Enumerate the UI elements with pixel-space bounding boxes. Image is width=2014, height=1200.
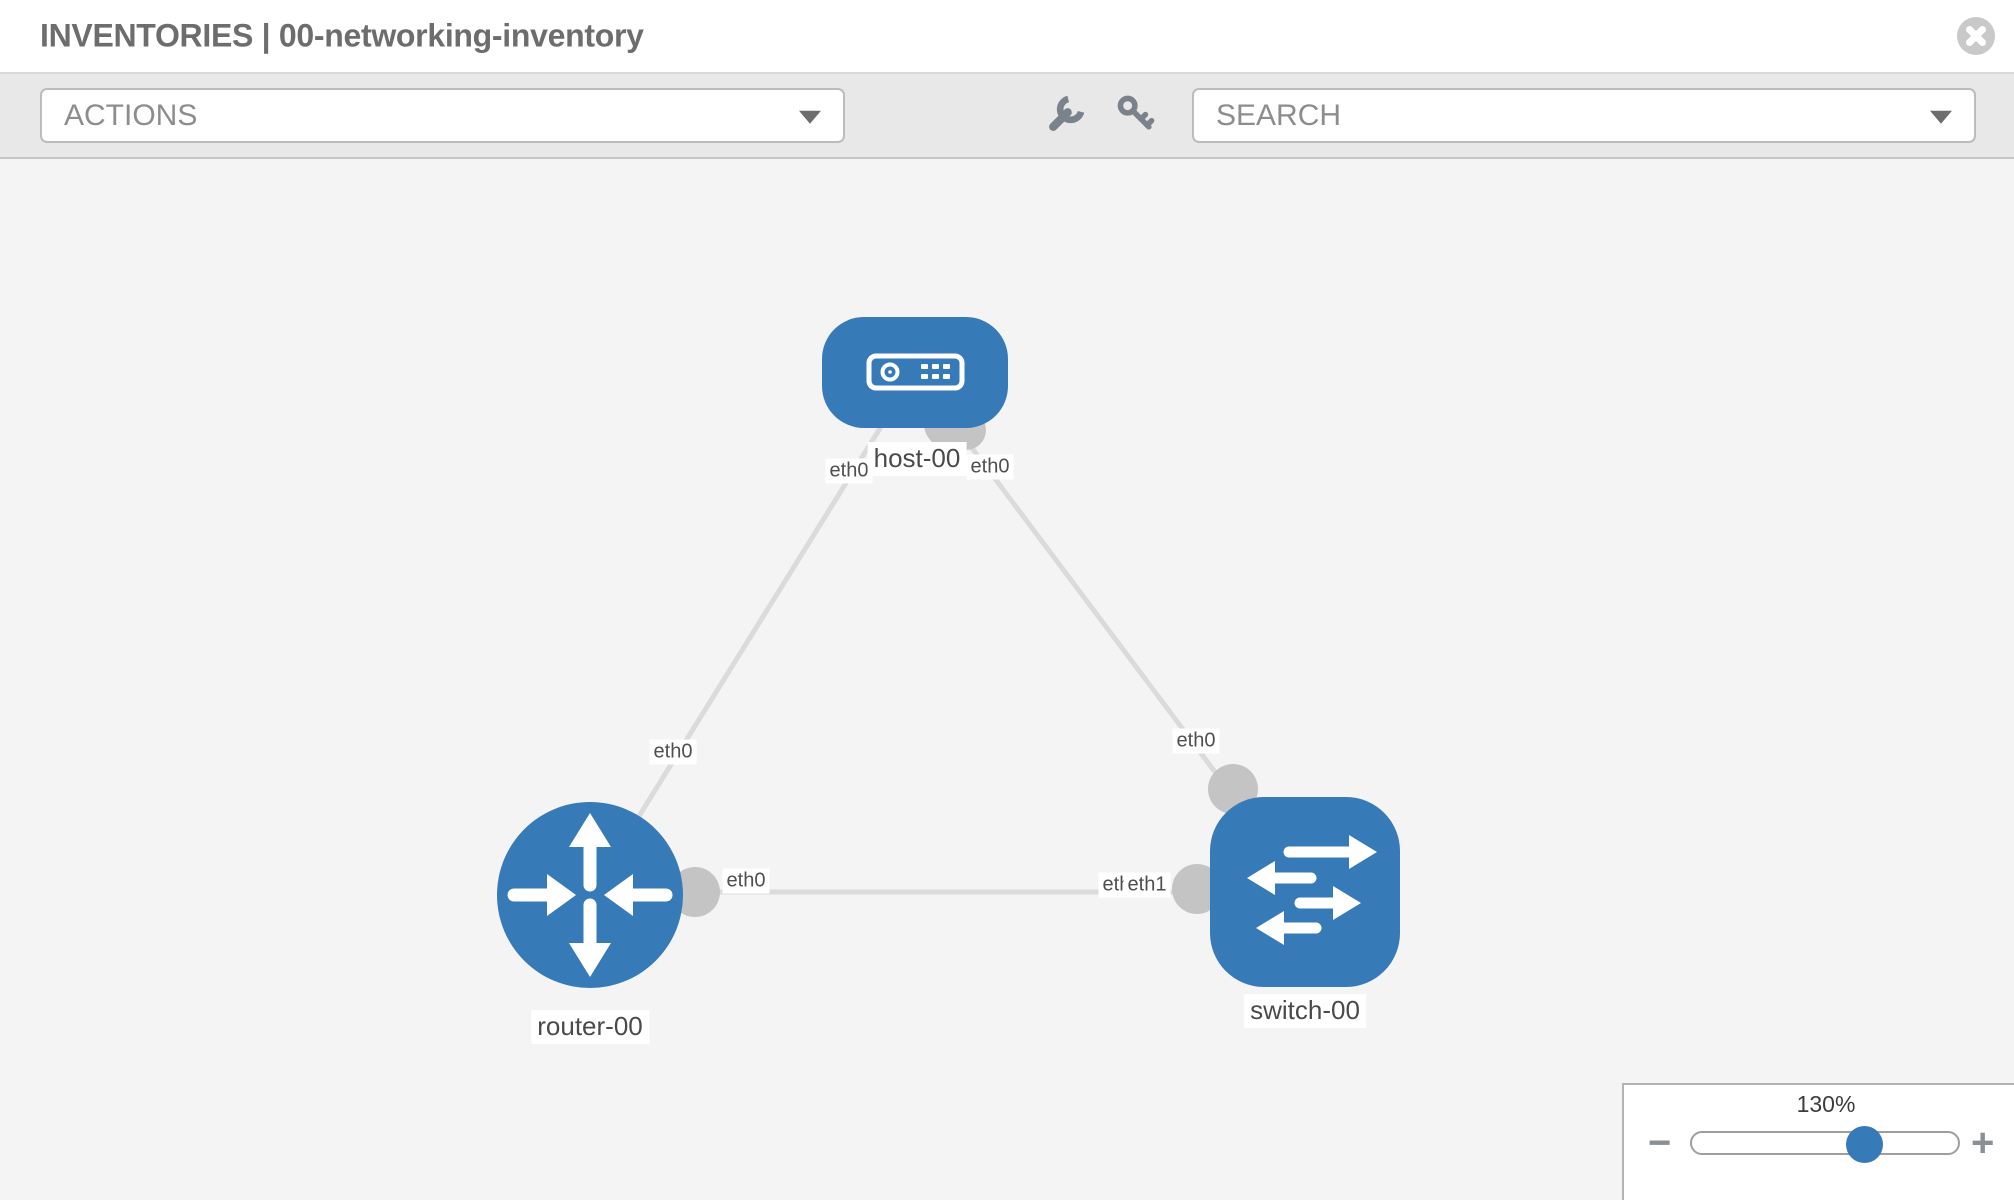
interface-label: eth0 (825, 458, 873, 484)
search-dropdown-label: SEARCH (1216, 98, 1342, 132)
interface-label: eth0 (1172, 728, 1220, 754)
search-dropdown[interactable]: SEARCH (1192, 88, 1976, 143)
node-label-router: router-00 (531, 1010, 649, 1044)
node-label-host: host-00 (867, 442, 967, 476)
wrench-icon (1049, 95, 1085, 131)
zoom-level-value: 130% (1796, 1091, 1856, 1117)
close-icon (1957, 17, 1995, 55)
chevron-down-icon (1930, 110, 1952, 124)
node-label-switch: switch-00 (1244, 994, 1366, 1028)
close-button[interactable] (1957, 17, 1995, 55)
header: INVENTORIES | 00-networking-inventory (0, 0, 2014, 74)
interface-label: eth0 (966, 454, 1014, 480)
node-switch-00[interactable] (1210, 797, 1400, 987)
endpoint-switch-eth1 (1172, 864, 1222, 914)
zoom-slider-thumb[interactable] (1846, 1126, 1883, 1163)
node-host-00[interactable] (822, 317, 1008, 428)
server-icon (866, 353, 965, 391)
tools-button[interactable] (1036, 84, 1096, 144)
page-title: INVENTORIES | 00-networking-inventory (40, 17, 644, 54)
exchange-arrows-icon (1247, 835, 1377, 945)
topology-canvas[interactable]: eth0 eth0 eth0 eth0 eth0 eth0 eth1 host-… (0, 159, 2014, 1200)
chevron-down-icon (799, 110, 821, 124)
key-icon (1117, 95, 1155, 130)
zoom-out-button[interactable]: − (1648, 1121, 1672, 1165)
actions-dropdown[interactable]: ACTIONS (40, 88, 845, 143)
zoom-in-button[interactable]: + (1971, 1121, 1995, 1165)
actions-dropdown-label: ACTIONS (64, 98, 198, 132)
toolbar: ACTIONS SEARCH (0, 74, 2014, 159)
node-router-00[interactable] (497, 802, 683, 988)
zoom-control-panel: 130% − + (1622, 1083, 2014, 1200)
interface-label: eth0 (649, 739, 697, 765)
zoom-slider-track[interactable] (1690, 1131, 1960, 1155)
interface-label: eth0 (722, 868, 770, 894)
interface-label: eth1 (1123, 872, 1171, 898)
route-arrows-icon (507, 813, 673, 977)
key-button[interactable] (1106, 84, 1166, 144)
